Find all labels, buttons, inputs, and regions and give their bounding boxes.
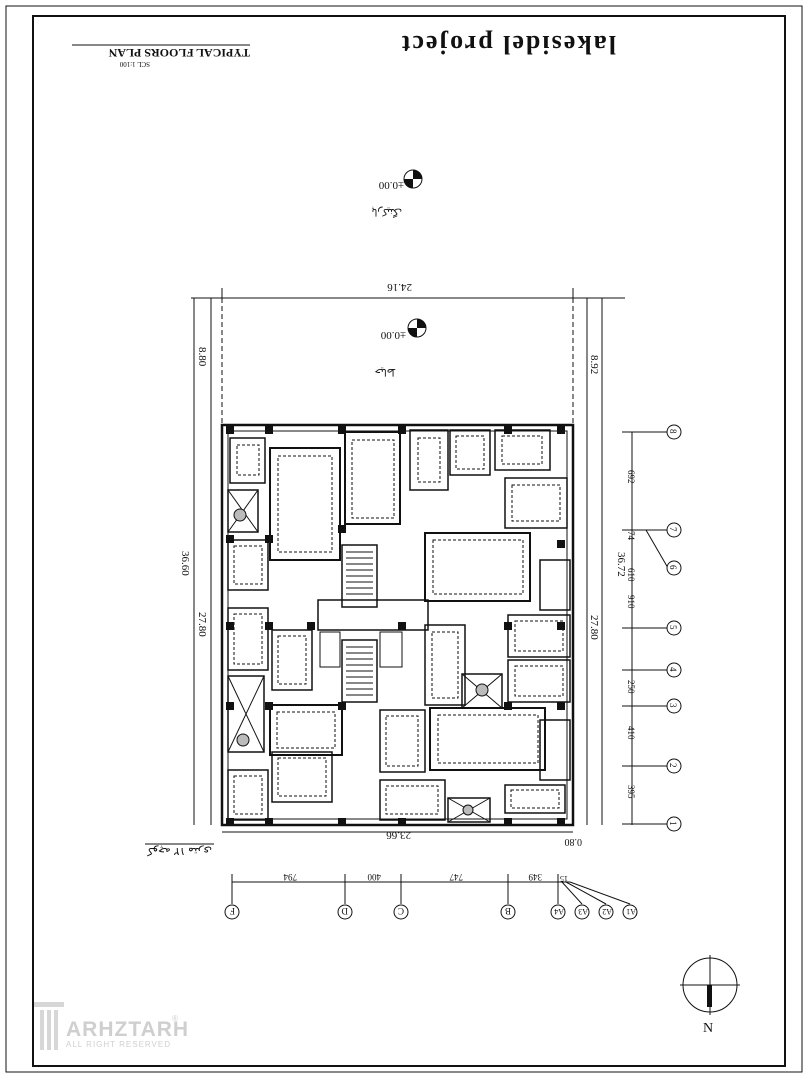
north-label: N bbox=[703, 1021, 713, 1036]
level-text-top: ±0.00 bbox=[378, 179, 404, 191]
dim-right-lower: 27.80 bbox=[588, 615, 600, 640]
grid-axes-right: 8 7 6 5 4 3 2 1 692 74 610 910 250 410 3… bbox=[622, 424, 682, 832]
north-arrow: N bbox=[680, 955, 740, 1036]
level-marker-top: ±0.00 پارکینگ bbox=[371, 169, 423, 218]
axis-bottom-B: B bbox=[505, 906, 511, 916]
dim-left-lower: 27.80 bbox=[196, 612, 208, 637]
stair-core bbox=[317, 544, 429, 703]
level-text-middle: ±0.00 bbox=[380, 329, 406, 341]
axis-bottom-F: F bbox=[230, 906, 235, 916]
axis-right-1: 1 bbox=[668, 821, 678, 826]
street-note: کوچه ۱۲ متری bbox=[145, 843, 214, 857]
axis-right-4: 4 bbox=[668, 667, 678, 672]
axis-bottom-D: D bbox=[341, 906, 348, 916]
structural-columns bbox=[226, 426, 565, 826]
dim-left-upper: 8.80 bbox=[196, 347, 208, 367]
axis-right-6: 6 bbox=[668, 565, 678, 570]
axis-right-space-5: 250 bbox=[626, 680, 636, 694]
brand-logo-icon bbox=[34, 1002, 64, 1052]
inner-border bbox=[32, 15, 786, 1067]
dim-left: 8.80 36.60 27.80 bbox=[179, 298, 212, 825]
street-note-text: کوچه ۱۲ متری bbox=[146, 845, 212, 857]
light-wells bbox=[227, 489, 503, 823]
axis-bottom-space-2: 400 bbox=[367, 872, 381, 882]
axis-right-7: 7 bbox=[668, 527, 678, 532]
axis-bottom-A4: A4 bbox=[554, 907, 564, 916]
brand-tagline: ALL RIGHT RESERVED bbox=[66, 1040, 171, 1049]
brand-registered-mark: ® bbox=[172, 1014, 178, 1023]
dim-bottom: 23.66 0.80 bbox=[222, 829, 582, 847]
axis-right-space-7: 395 bbox=[626, 785, 636, 799]
axis-right-5: 5 bbox=[668, 625, 678, 630]
yard-outline bbox=[221, 297, 574, 425]
axis-bottom-C: C bbox=[398, 906, 404, 916]
dim-right-upper: 8.92 bbox=[588, 355, 600, 374]
dim-top: 24.16 bbox=[191, 281, 625, 300]
label-middle: حیاط bbox=[375, 366, 397, 377]
axis-right-space-6: 410 bbox=[626, 726, 636, 740]
level-marker-middle: ±0.00 حیاط bbox=[375, 318, 427, 377]
axis-right-space-3: 610 bbox=[626, 568, 636, 582]
dim-bottom-offset: 0.80 bbox=[565, 836, 583, 847]
axis-right-space-4: 910 bbox=[626, 595, 636, 609]
axis-bottom-space-1: 794 bbox=[283, 872, 297, 882]
grid-axes-bottom: F D C B A4 A3 A2 A1 794 400 747 349 15 bbox=[224, 872, 638, 920]
axis-right-8: 8 bbox=[668, 429, 678, 434]
axis-bottom-A1: A1 bbox=[626, 907, 636, 916]
dim-bottom-width: 23.66 bbox=[386, 829, 411, 841]
outer-border bbox=[5, 5, 803, 1073]
axis-right-3: 3 bbox=[668, 703, 678, 708]
axis-right-space-2: 74 bbox=[626, 531, 636, 541]
title-block: lakesidel project TYPICAL FLOORS PLAN SC… bbox=[72, 30, 616, 68]
building-outline bbox=[220, 423, 575, 827]
dim-top-width: 24.16 bbox=[387, 281, 412, 293]
axis-bottom-A3: A3 bbox=[578, 907, 588, 916]
dim-right: 8.92 36.72 27.80 bbox=[586, 298, 627, 825]
axis-right-2: 2 bbox=[668, 763, 678, 768]
dim-left-total: 36.60 bbox=[179, 551, 191, 576]
rooms bbox=[227, 429, 571, 821]
label-top: پارکینگ bbox=[371, 206, 402, 218]
plan-scale: SCL 1:100 bbox=[119, 60, 150, 68]
dim-right-total: 36.72 bbox=[615, 552, 627, 577]
axis-bottom-A2: A2 bbox=[602, 907, 612, 916]
axis-bottom-space-5: 15 bbox=[560, 874, 568, 883]
axis-right-space-1: 692 bbox=[626, 470, 636, 484]
plan-title: TYPICAL FLOORS PLAN bbox=[108, 46, 250, 60]
brand-logo-text: ARHZTARH bbox=[66, 1018, 190, 1041]
project-title: lakesidel project bbox=[400, 30, 616, 59]
axis-bottom-space-4: 349 bbox=[528, 872, 542, 882]
axis-bottom-space-3: 747 bbox=[449, 872, 463, 882]
